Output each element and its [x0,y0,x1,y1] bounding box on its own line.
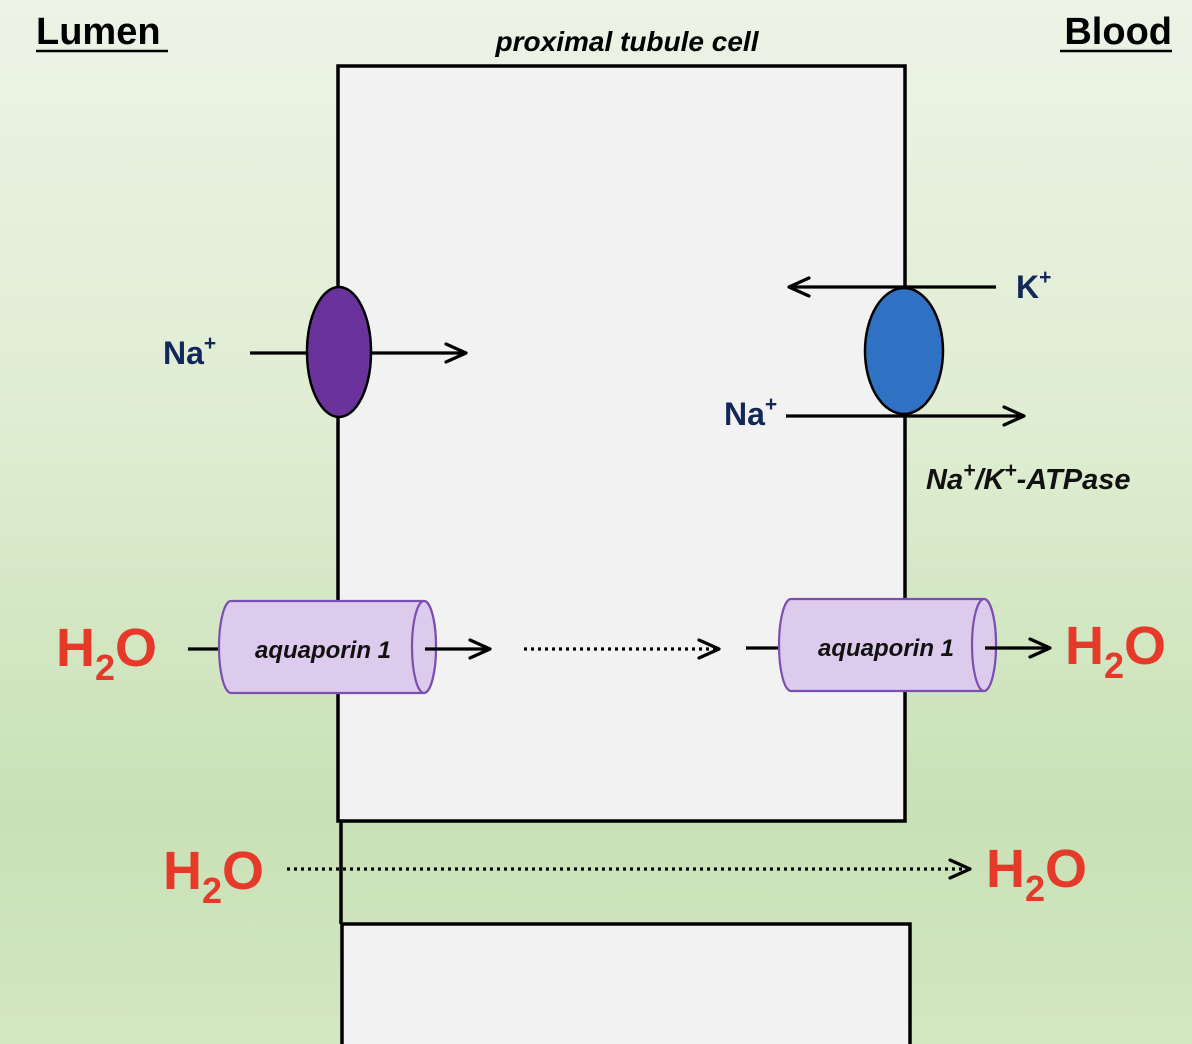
lumen-header: Lumen [36,11,161,53]
na-cell-label: Na+ [724,393,777,432]
neighbor-cell [340,922,912,1044]
h2o-paracellular-lumen-label: H2O [163,841,264,911]
blood-header: Blood [1064,11,1172,53]
h2o-blood-label: H2O [1065,616,1166,686]
h2o-lumen-label: H2O [56,618,157,688]
aquaporin-basolateral-label: aquaporin 1 [818,635,954,662]
na-lumen-label: Na+ [163,332,216,371]
h2o-paracellular-blood-label: H2O [986,839,1087,909]
k-label: K+ [1016,266,1051,305]
aquaporin-basolateral [777,597,998,693]
pump-label: Na+/K+-ATPase [926,459,1131,496]
proximal-tubule-cell [336,64,907,823]
na-k-atpase-pump [863,286,945,416]
aquaporin-apical [217,599,438,695]
cell-title: proximal tubule cell [495,26,760,57]
na-cotransporter [305,285,373,419]
aquaporin-apical-label: aquaporin 1 [255,637,391,664]
